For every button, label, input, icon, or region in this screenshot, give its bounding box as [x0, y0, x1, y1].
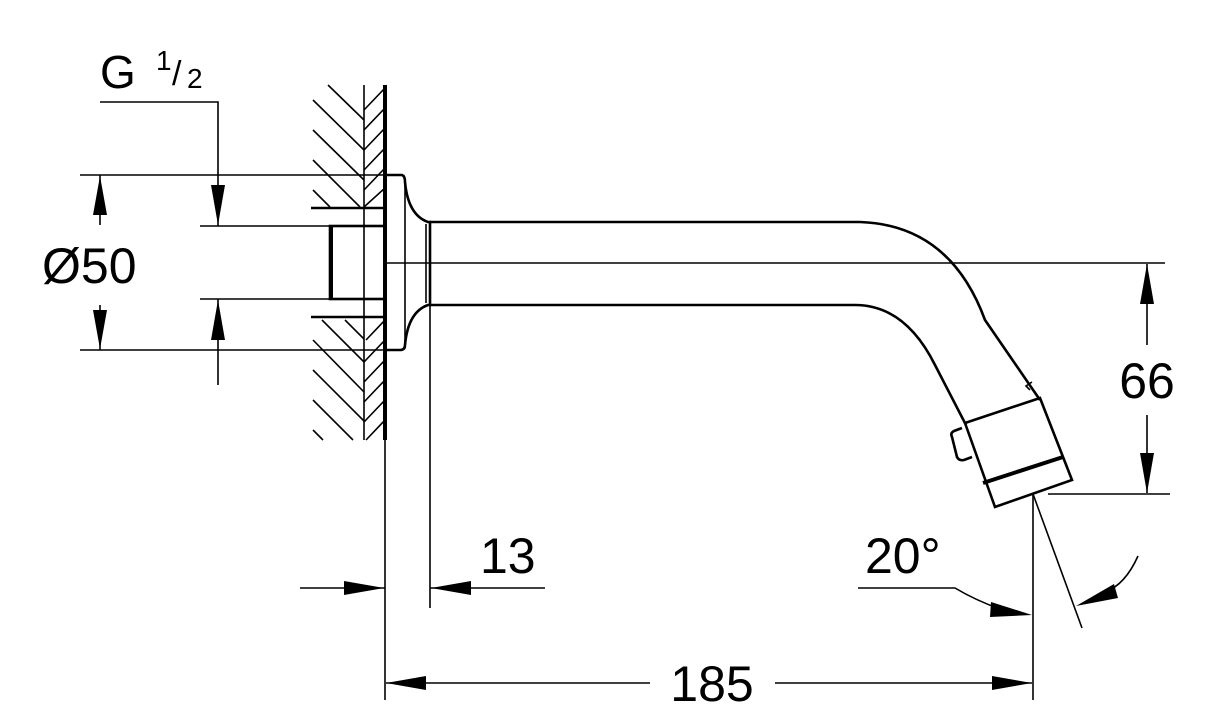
- spout-pipe: [430, 220, 1042, 426]
- outlet-angle-label: 20°: [865, 528, 941, 584]
- thread-label-g: G: [100, 46, 136, 98]
- thread-label-slash: /: [172, 55, 182, 93]
- aerator-outlet: [950, 396, 1074, 509]
- thread-label-denominator: 2: [187, 63, 203, 94]
- projection-label: 185: [670, 656, 753, 712]
- wall-section-hatch: [311, 84, 387, 441]
- flange-depth-dimension: 13: [300, 305, 545, 608]
- thread-label-numerator: 1: [156, 45, 172, 76]
- flange-depth-label: 13: [480, 528, 536, 584]
- drop-height-dimension: 66: [1048, 264, 1175, 495]
- thread-size-dimension: G 1 / 2: [100, 45, 330, 385]
- projection-dimension: 185: [384, 440, 1034, 712]
- threaded-nipple: [328, 224, 387, 301]
- flange-diameter-label: Ø50: [42, 238, 137, 294]
- drop-height-label: 66: [1119, 353, 1175, 409]
- outlet-angle-dimension: 20°: [858, 493, 1139, 629]
- flange-diameter-dimension: Ø50: [42, 174, 385, 351]
